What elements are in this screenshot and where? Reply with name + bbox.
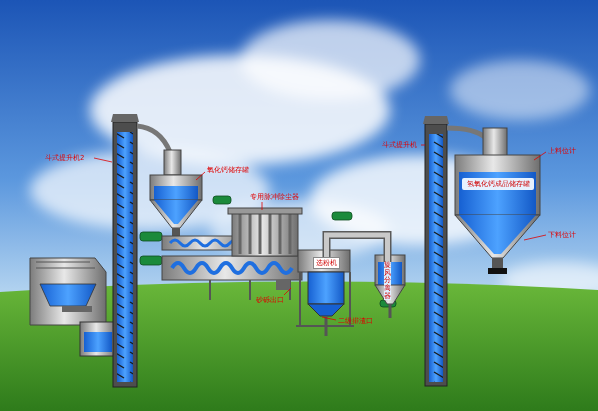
part-label: 二级排渣口 xyxy=(338,317,373,325)
part-label: 上料位计 xyxy=(548,147,576,155)
separator-label: 选粉机 xyxy=(313,257,340,269)
part-label: 下料位计 xyxy=(548,231,576,239)
node-text: 选粉机 xyxy=(316,259,337,267)
part-label: 砂砾出口 xyxy=(256,296,284,304)
cyclone-label: 旋风分离器 xyxy=(384,262,391,300)
part-label: 斗式提升机 xyxy=(382,141,417,149)
node-text: 氢氧化钙成品储存罐 xyxy=(464,180,532,188)
node-text: 旋风分离器 xyxy=(384,262,391,300)
product-tank: 氢氧化钙成品储存罐 xyxy=(462,178,534,190)
part-label: 斗式提升机2 xyxy=(45,154,84,162)
part-label: 专用脉冲除尘器 xyxy=(250,193,299,201)
part-label: 氧化钙储存罐 xyxy=(207,166,249,174)
